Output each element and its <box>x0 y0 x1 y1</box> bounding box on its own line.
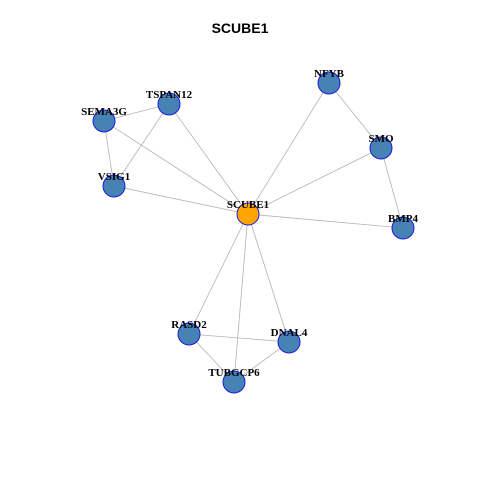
node-label-dnal4: DNAL4 <box>271 327 308 339</box>
edge-scube1-tspan12 <box>168 103 249 215</box>
node-tubgcp6: TUBGCP6 <box>208 367 260 394</box>
node-circle-rasd2 <box>177 322 201 346</box>
edge-layer <box>103 82 404 383</box>
edge-scube1-tubgcp6 <box>233 213 249 383</box>
edge-scube1-bmp4 <box>247 213 404 229</box>
node-scube1: SCUBE1 <box>227 199 269 226</box>
node-label-smo: SMO <box>368 133 394 145</box>
node-label-tubgcp6: TUBGCP6 <box>208 367 260 379</box>
node-circle-smo <box>369 136 393 160</box>
node-dnal4: DNAL4 <box>271 327 308 354</box>
node-bmp4: BMP4 <box>388 213 418 240</box>
edge-smo-bmp4 <box>380 147 404 229</box>
edge-scube1-vsig1 <box>113 185 249 215</box>
edge-rasd2-dnal4 <box>188 333 290 343</box>
node-sema3g: SEMA3G <box>81 106 127 133</box>
node-nfyb: NFYB <box>314 68 345 95</box>
node-label-bmp4: BMP4 <box>388 213 418 225</box>
edge-nfyb-smo <box>328 82 382 149</box>
node-label-rasd2: RASD2 <box>171 319 207 331</box>
node-circle-bmp4 <box>391 216 415 240</box>
node-label-sema3g: SEMA3G <box>81 106 127 118</box>
plot-title: SCUBE1 <box>211 20 269 36</box>
node-label-scube1: SCUBE1 <box>227 199 269 211</box>
edge-scube1-nfyb <box>247 82 330 215</box>
node-smo: SMO <box>368 133 394 160</box>
edge-scube1-sema3g <box>103 120 249 215</box>
edge-scube1-rasd2 <box>188 213 249 335</box>
node-circle-scube1 <box>236 202 260 226</box>
node-vsig1: VSIG1 <box>98 171 130 198</box>
node-label-vsig1: VSIG1 <box>98 171 130 183</box>
node-tspan12: TSPAN12 <box>146 89 193 116</box>
edge-scube1-dnal4 <box>247 213 290 343</box>
node-circle-tubgcp6 <box>222 370 246 394</box>
node-circle-tspan12 <box>157 92 181 116</box>
node-label-tspan12: TSPAN12 <box>146 89 193 101</box>
node-circle-sema3g <box>92 109 116 133</box>
node-label-nfyb: NFYB <box>314 68 345 80</box>
node-circle-vsig1 <box>102 174 126 198</box>
node-rasd2: RASD2 <box>171 319 207 346</box>
node-circle-dnal4 <box>277 330 301 354</box>
edge-scube1-smo <box>247 147 382 215</box>
edge-tspan12-vsig1 <box>113 103 170 187</box>
node-circle-nfyb <box>317 71 341 95</box>
